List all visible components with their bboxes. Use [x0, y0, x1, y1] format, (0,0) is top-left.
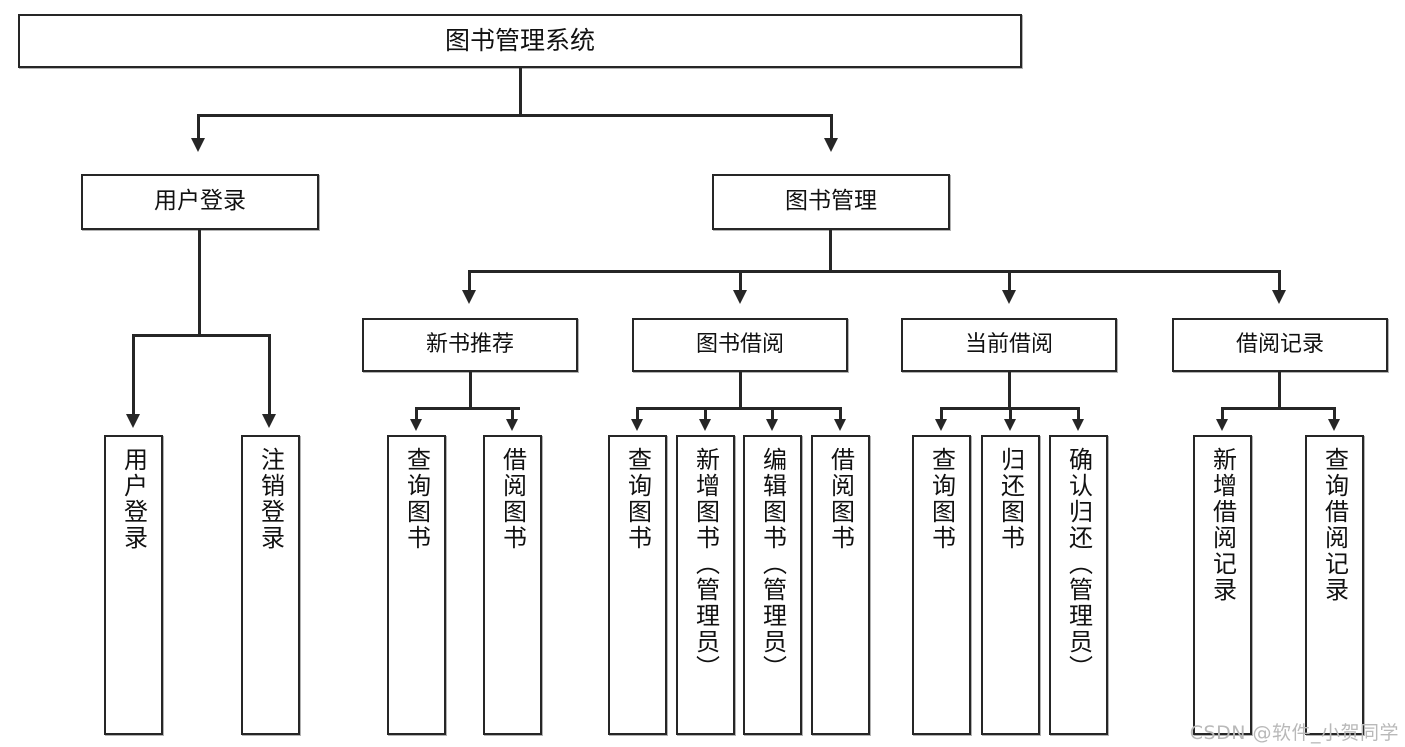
arrowhead-book-borrow: [733, 290, 747, 304]
arrowhead-borrow-record-leaf-2: [1328, 419, 1340, 431]
leaf-label: 查询图书: [402, 447, 431, 551]
leaf-label: 新增图书（管理员）: [691, 447, 720, 681]
connector-user-login-stem: [198, 230, 201, 336]
node-borrow-record[interactable]: 借阅记录: [1172, 318, 1388, 372]
leaf-label: 新增借阅记录: [1208, 447, 1237, 603]
leaf-new-book-borrow-book[interactable]: 借阅图书: [483, 435, 542, 735]
arrowhead-book-borrow-leaf-4: [834, 419, 846, 431]
leaf-label: 查询图书: [927, 447, 956, 551]
leaf-user-login-login[interactable]: 用户登录: [104, 435, 163, 735]
connector-new-book-leaf-1: [415, 407, 418, 421]
connector-book-mgmt-to-new-book: [468, 270, 471, 292]
connector-book-borrow-leaf-3: [771, 407, 774, 421]
arrowhead-book-borrow-leaf-1: [631, 419, 643, 431]
arrowhead-root-to-book-mgmt: [824, 138, 838, 152]
leaf-current-borrow-confirm-return[interactable]: 确认归还（管理员）: [1049, 435, 1108, 735]
connector-current-borrow-leaf-1: [940, 407, 943, 421]
arrowhead-current-borrow-leaf-3: [1072, 419, 1084, 431]
node-label: 图书借阅: [695, 331, 784, 357]
connector-borrow-record-leaf-1: [1221, 407, 1224, 421]
node-user-login[interactable]: 用户登录: [81, 174, 319, 230]
connector-book-mgmt-to-borrow-record: [1278, 270, 1281, 292]
leaf-label: 确认归还（管理员）: [1064, 447, 1093, 681]
leaf-label: 用户登录: [119, 447, 148, 551]
arrowhead-new-book-leaf-1: [410, 419, 422, 431]
connector-current-borrow-stem: [1008, 372, 1011, 410]
leaf-current-borrow-return-book[interactable]: 归还图书: [981, 435, 1040, 735]
connector-current-borrow-leaf-2: [1009, 407, 1012, 421]
connector-book-mgmt-stem: [829, 230, 832, 273]
node-new-book-recommend[interactable]: 新书推荐: [362, 318, 578, 372]
leaf-label: 借阅图书: [826, 447, 855, 551]
leaf-current-borrow-query-book[interactable]: 查询图书: [912, 435, 971, 735]
leaf-new-book-query-book[interactable]: 查询图书: [387, 435, 446, 735]
leaf-label: 借阅图书: [498, 447, 527, 551]
arrowhead-borrow-record-leaf-1: [1216, 419, 1228, 431]
node-label: 用户登录: [154, 188, 246, 215]
arrowhead-user-login-leaf-2: [262, 414, 276, 428]
connector-book-borrow-bar: [636, 407, 841, 410]
leaf-borrow-record-add-record[interactable]: 新增借阅记录: [1193, 435, 1252, 735]
arrowhead-root-to-user-login: [191, 138, 205, 152]
leaf-borrow-record-query-record[interactable]: 查询借阅记录: [1305, 435, 1364, 735]
connector-root-to-book-mgmt: [830, 114, 833, 140]
connector-user-login-to-leaf-1: [132, 334, 135, 416]
node-current-borrow[interactable]: 当前借阅: [901, 318, 1117, 372]
arrowhead-current-borrow: [1002, 290, 1016, 304]
arrowhead-user-login-leaf-1: [126, 414, 140, 428]
node-label: 当前借阅: [964, 331, 1053, 357]
node-root-system[interactable]: 图书管理系统: [18, 14, 1022, 68]
leaf-book-borrow-query-book[interactable]: 查询图书: [608, 435, 667, 735]
connector-book-mgmt-to-current-borrow: [1008, 270, 1011, 292]
node-label: 图书管理系统: [444, 26, 595, 55]
leaf-label: 注销登录: [256, 447, 285, 551]
connector-root-bar: [197, 114, 833, 117]
connector-user-login-bar: [132, 334, 270, 337]
arrowhead-book-borrow-leaf-2: [699, 419, 711, 431]
leaf-label: 查询图书: [623, 447, 652, 551]
connector-root-stem: [519, 68, 522, 116]
connector-book-borrow-leaf-2: [704, 407, 707, 421]
connector-new-book-stem: [469, 372, 472, 410]
leaf-label: 编辑图书（管理员）: [758, 447, 787, 681]
arrowhead-current-borrow-leaf-2: [1004, 419, 1016, 431]
leaf-book-borrow-borrow-book[interactable]: 借阅图书: [811, 435, 870, 735]
connector-new-book-bar: [415, 407, 520, 410]
node-label: 借阅记录: [1235, 331, 1324, 357]
leaf-book-borrow-add-book[interactable]: 新增图书（管理员）: [676, 435, 735, 735]
connector-borrow-record-bar: [1221, 407, 1336, 410]
arrowhead-new-book-recommend: [462, 290, 476, 304]
connector-root-to-user-login: [197, 114, 200, 140]
arrowhead-borrow-record: [1272, 290, 1286, 304]
node-label: 图书管理: [785, 188, 877, 215]
connector-borrow-record-stem: [1278, 372, 1281, 410]
node-label: 新书推荐: [425, 331, 514, 357]
connector-borrow-record-leaf-2: [1333, 407, 1336, 421]
leaf-user-login-logout[interactable]: 注销登录: [241, 435, 300, 735]
connector-book-mgmt-to-book-borrow: [739, 270, 742, 292]
leaf-label: 归还图书: [996, 447, 1025, 551]
leaf-book-borrow-edit-book[interactable]: 编辑图书（管理员）: [743, 435, 802, 735]
connector-book-borrow-leaf-4: [839, 407, 842, 421]
connector-book-borrow-leaf-1: [636, 407, 639, 421]
arrowhead-book-borrow-leaf-3: [766, 419, 778, 431]
connector-current-borrow-leaf-3: [1077, 407, 1080, 421]
connector-book-mgmt-bar: [468, 270, 1280, 273]
connector-user-login-to-leaf-2: [268, 334, 271, 416]
node-book-management[interactable]: 图书管理: [712, 174, 950, 230]
connector-new-book-leaf-2: [511, 407, 514, 421]
node-book-borrow[interactable]: 图书借阅: [632, 318, 848, 372]
arrowhead-new-book-leaf-2: [506, 419, 518, 431]
arrowhead-current-borrow-leaf-1: [935, 419, 947, 431]
connector-book-borrow-stem: [739, 372, 742, 410]
leaf-label: 查询借阅记录: [1320, 447, 1349, 603]
